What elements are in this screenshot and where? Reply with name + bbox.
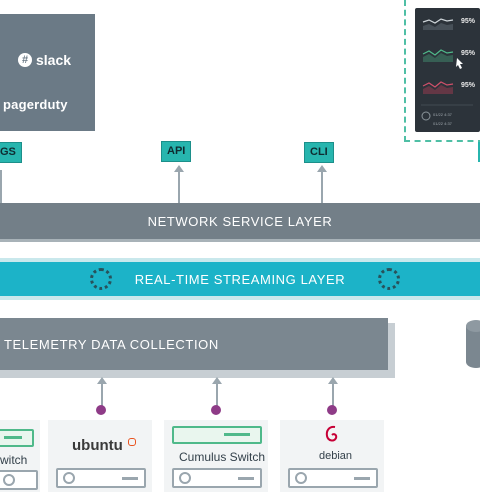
telemetry-label: TELEMETRY DATA COLLECTION — [4, 336, 219, 352]
device-dot — [327, 405, 337, 415]
arrow-api — [178, 170, 180, 203]
device-card-switch: witch — [0, 420, 40, 492]
slack-label: slack — [36, 52, 72, 68]
server-icon — [288, 468, 378, 488]
tag-gs: GS — [0, 142, 22, 163]
cursor-icon — [456, 58, 463, 69]
real-time-streaming-layer: REAL-TIME STREAMING LAYER — [0, 262, 480, 296]
monitor-footer-2: 01/22 4:37 — [433, 121, 452, 126]
device-dot — [211, 405, 221, 415]
arrow-up-icon — [97, 377, 107, 384]
network-layer-label: NETWORK SERVICE LAYER — [147, 213, 333, 229]
monitor-value-1: 95% — [461, 18, 476, 25]
monitor-footer-1: 01/22 4:37 — [433, 112, 452, 117]
spinner-icon — [90, 268, 112, 290]
monitor-dashed-frame — [404, 0, 480, 142]
arrow-cumulus — [216, 384, 218, 410]
monitor-value-3: 95% — [461, 82, 476, 89]
arrow-up-icon — [328, 377, 338, 384]
switch-icon — [172, 426, 262, 444]
streaming-layer-label: REAL-TIME STREAMING LAYER — [134, 271, 346, 287]
monitor-value-2: 95% — [461, 50, 476, 57]
arrow-up-icon — [174, 165, 184, 172]
server-icon — [56, 468, 146, 488]
slack-icon: # — [18, 53, 32, 67]
device-card-ubuntu: ubuntu — [48, 420, 152, 492]
dashboard-monitor: 95% 95% 95% 01/22 4:37 01/22 4:37 — [415, 8, 480, 132]
ubuntu-logo: ubuntu — [72, 437, 123, 454]
dashboard-charts — [421, 18, 473, 121]
tag-edge — [478, 142, 480, 162]
arrow-up-icon — [317, 165, 327, 172]
debian-swirl-icon — [325, 425, 338, 442]
ubuntu-icon — [128, 438, 136, 446]
arrow-up-icon — [212, 377, 222, 384]
device-dot — [96, 405, 106, 415]
device-card-cumulus: Cumulus Switch — [164, 420, 268, 492]
arrow-debian — [332, 384, 334, 410]
telemetry-data-collection: TELEMETRY DATA COLLECTION — [0, 318, 388, 370]
tag-api: API — [161, 141, 192, 162]
device-label-cumulus: Cumulus Switch — [179, 450, 266, 464]
server-icon — [172, 468, 262, 488]
slack-logo: # slack — [18, 52, 71, 68]
server-icon — [0, 470, 38, 490]
database-icon — [466, 320, 480, 368]
spinner-icon — [378, 268, 400, 290]
pagerduty-logo: pagerduty — [3, 97, 68, 112]
network-service-layer: NETWORK SERVICE LAYER — [0, 203, 480, 239]
device-label-switch: witch — [0, 453, 28, 467]
integrations-panel: # slack pagerduty — [0, 14, 95, 131]
tag-cli: CLI — [304, 142, 334, 163]
arrow-gs — [0, 170, 2, 203]
arrow-cli — [321, 170, 323, 203]
arrow-ubuntu — [101, 384, 103, 410]
debian-logo: debian — [319, 450, 353, 462]
device-card-debian: debian — [280, 420, 384, 492]
